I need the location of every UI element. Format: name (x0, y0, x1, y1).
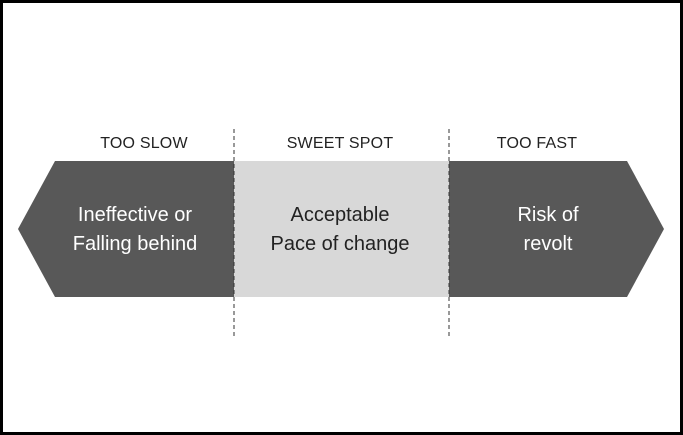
pace-of-change-diagram (18, 129, 664, 337)
sweet-spot-segment (234, 161, 449, 297)
too-fast-segment (449, 161, 664, 297)
too-fast-text-line-1: Risk of (517, 204, 579, 226)
too-fast-text: Risk of revolt (458, 201, 638, 259)
too-fast-label: TOO FAST (496, 135, 578, 152)
too-slow-segment (18, 161, 234, 297)
too-slow-label: TOO SLOW (100, 135, 188, 152)
sweet-spot-text-line-2: Pace of change (270, 233, 410, 255)
sweet-spot-text: Acceptable Pace of change (245, 201, 435, 259)
sweet-spot-text-line-1: Acceptable (290, 204, 390, 226)
too-slow-text-line-2: Falling behind (72, 233, 198, 255)
too-slow-text: Ineffective or Falling behind (45, 201, 225, 259)
sweet-spot-label: SWEET SPOT (286, 135, 394, 152)
too-fast-text-line-2: revolt (523, 233, 573, 255)
too-slow-text-line-1: Ineffective or (77, 204, 193, 226)
